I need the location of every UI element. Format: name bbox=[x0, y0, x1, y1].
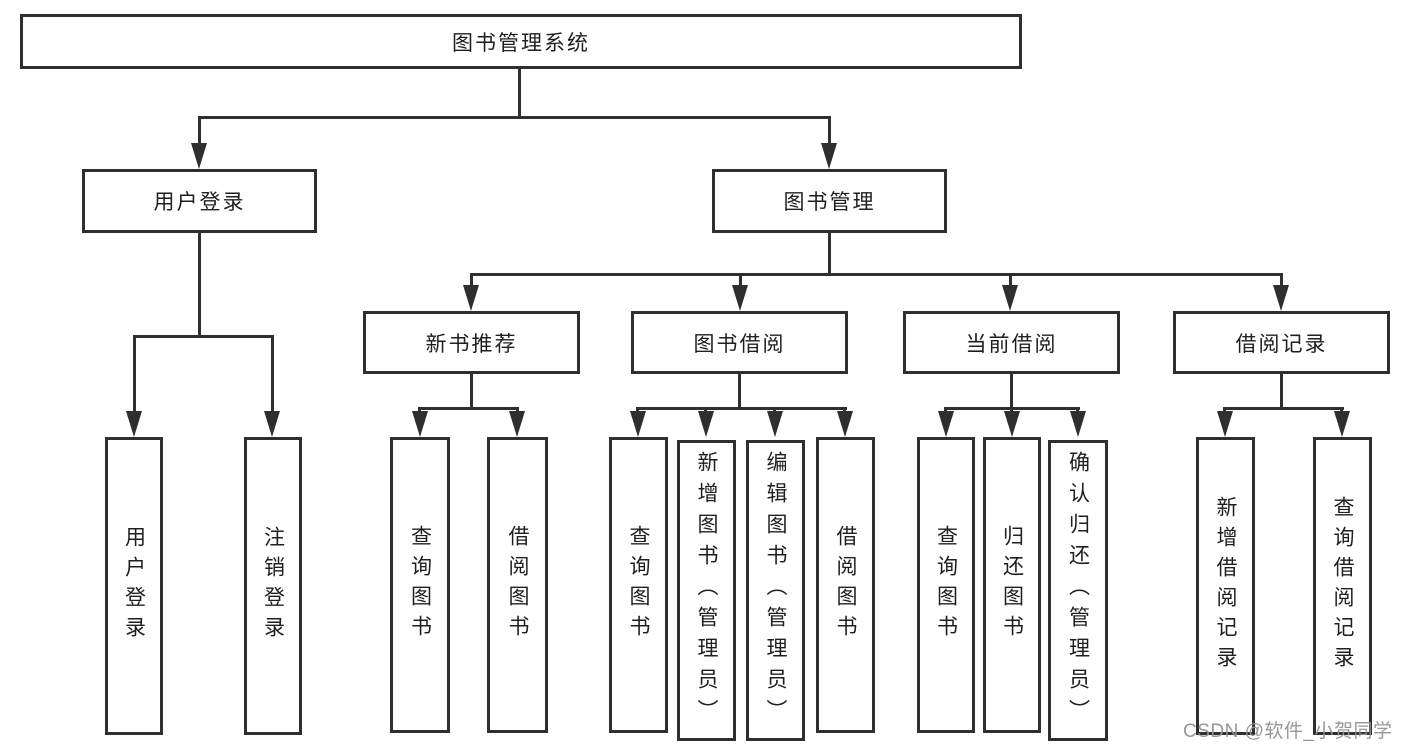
node-leaf-query-borrow-record-label: 查询借阅记录 bbox=[1331, 496, 1354, 676]
node-leaf-return-book: 归还图书 bbox=[983, 437, 1041, 733]
node-leaf-borrow-books-label: 借阅图书 bbox=[506, 525, 529, 645]
arrow-down-icon bbox=[412, 411, 428, 437]
connector-book-borrowing-bus bbox=[637, 407, 847, 410]
node-current-borrowing: 当前借阅 bbox=[903, 311, 1120, 374]
connector-drop-book-borrowing bbox=[739, 273, 742, 289]
node-leaf-borrow-books: 借阅图书 bbox=[816, 437, 875, 733]
arrow-down-icon bbox=[1217, 411, 1233, 437]
node-borrowing-records-label: 借阅记录 bbox=[1235, 332, 1328, 356]
connector-level1-bus bbox=[198, 116, 831, 119]
node-root-label: 图书管理系统 bbox=[452, 31, 590, 55]
arrow-down-icon bbox=[630, 411, 646, 437]
arrow-down-icon bbox=[1002, 285, 1018, 311]
node-leaf-query-borrow-record: 查询借阅记录 bbox=[1313, 437, 1372, 735]
connector-new-book-bus bbox=[419, 407, 519, 410]
arrow-down-icon bbox=[1004, 411, 1020, 437]
connector-borrowing-records-bus bbox=[1224, 407, 1344, 410]
connector-drop-book-management bbox=[828, 116, 831, 145]
node-leaf-borrow-books: 借阅图书 bbox=[487, 437, 548, 733]
node-leaf-confirm-return-admin: 确认归还（管理员） bbox=[1048, 440, 1108, 741]
arrow-down-icon bbox=[698, 411, 714, 437]
node-leaf-add-book-admin: 新增图书（管理员） bbox=[677, 440, 736, 741]
connector-level2-bus bbox=[470, 273, 1282, 276]
arrow-down-icon bbox=[1273, 285, 1289, 311]
arrow-down-icon bbox=[1334, 411, 1350, 437]
arrow-down-icon bbox=[938, 411, 954, 437]
node-leaf-add-book-admin-label: 新增图书（管理员） bbox=[695, 451, 718, 730]
node-user-login: 用户登录 bbox=[82, 169, 317, 233]
connector-drop-logout-leaf bbox=[271, 335, 274, 413]
node-leaf-user-login-label: 用户登录 bbox=[122, 526, 146, 646]
connector-user-login-stem bbox=[198, 233, 201, 338]
node-leaf-logout-label: 注销登录 bbox=[261, 526, 285, 646]
node-leaf-edit-book-admin-label: 编辑图书（管理员） bbox=[764, 451, 787, 730]
node-leaf-query-books-label: 查询图书 bbox=[627, 525, 650, 645]
node-current-borrowing-label: 当前借阅 bbox=[965, 332, 1058, 356]
node-leaf-add-borrow-record-label: 新增借阅记录 bbox=[1214, 496, 1237, 676]
connector-root-stem bbox=[518, 69, 521, 119]
node-leaf-user-login: 用户登录 bbox=[105, 437, 163, 735]
connector-user-login-bus bbox=[133, 335, 274, 338]
node-leaf-query-books: 查询图书 bbox=[609, 437, 668, 733]
arrow-down-icon bbox=[463, 285, 479, 311]
connector-drop-current-borrowing bbox=[1009, 273, 1012, 289]
node-leaf-return-book-label: 归还图书 bbox=[1000, 525, 1024, 645]
node-book-management-label: 图书管理 bbox=[783, 191, 876, 214]
arrow-down-icon bbox=[1070, 411, 1086, 437]
node-leaf-confirm-return-admin-label: 确认归还（管理员） bbox=[1066, 451, 1090, 730]
connector-drop-login-leaf bbox=[133, 335, 136, 413]
connector-borrowing-records-stem bbox=[1280, 374, 1283, 410]
node-leaf-query-books: 查询图书 bbox=[390, 437, 450, 733]
node-leaf-borrow-books-label: 借阅图书 bbox=[834, 525, 857, 645]
csdn-watermark: CSDN @软件_小贺同学 bbox=[1183, 721, 1393, 742]
node-book-borrowing-label: 图书借阅 bbox=[693, 332, 786, 356]
connector-drop-borrowing-records bbox=[1280, 273, 1283, 289]
node-leaf-logout: 注销登录 bbox=[244, 437, 302, 735]
node-root: 图书管理系统 bbox=[20, 14, 1022, 69]
connector-book-management-stem bbox=[828, 232, 831, 276]
node-leaf-query-books: 查询图书 bbox=[917, 437, 975, 733]
connector-drop-user-login bbox=[198, 116, 201, 145]
node-user-login-label: 用户登录 bbox=[153, 191, 246, 214]
node-new-book-recommend-label: 新书推荐 bbox=[425, 332, 518, 356]
node-leaf-query-books-label: 查询图书 bbox=[408, 525, 432, 645]
arrow-down-icon bbox=[126, 411, 142, 437]
arrow-down-icon bbox=[191, 143, 207, 169]
arrow-down-icon bbox=[837, 411, 853, 437]
node-leaf-query-books-label: 查询图书 bbox=[934, 525, 958, 645]
arrow-down-icon bbox=[767, 411, 783, 437]
arrow-down-icon bbox=[509, 411, 525, 437]
connector-new-book-stem bbox=[470, 374, 473, 410]
node-leaf-edit-book-admin: 编辑图书（管理员） bbox=[746, 440, 805, 741]
arrow-down-icon bbox=[264, 411, 280, 437]
node-book-borrowing: 图书借阅 bbox=[631, 311, 848, 374]
node-leaf-add-borrow-record: 新增借阅记录 bbox=[1196, 437, 1255, 735]
node-book-management: 图书管理 bbox=[712, 169, 947, 233]
arrow-down-icon bbox=[821, 143, 837, 169]
connector-book-borrowing-stem bbox=[738, 374, 741, 410]
node-new-book-recommend: 新书推荐 bbox=[363, 311, 580, 374]
connector-drop-new-book bbox=[470, 273, 473, 289]
node-borrowing-records: 借阅记录 bbox=[1173, 311, 1390, 374]
connector-current-borrowing-stem bbox=[1010, 374, 1013, 410]
arrow-down-icon bbox=[732, 285, 748, 311]
